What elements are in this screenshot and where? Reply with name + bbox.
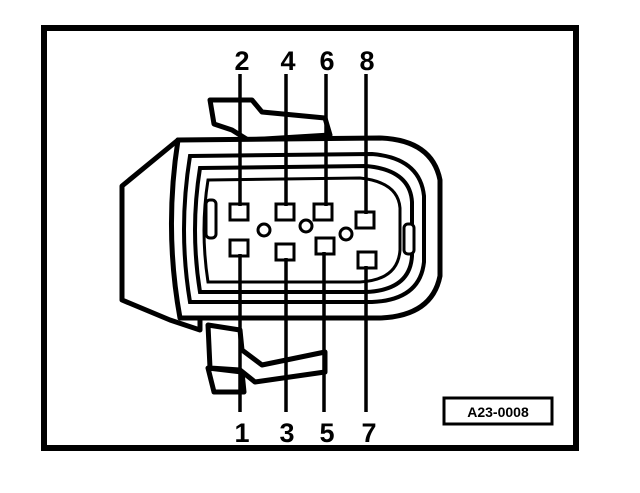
coding-hole-2 xyxy=(298,218,314,234)
pin-label-1: 1 xyxy=(234,418,249,448)
pin-marker-5 xyxy=(314,236,336,256)
pin-label-3: 3 xyxy=(279,418,294,448)
pin-label-8: 8 xyxy=(359,46,374,76)
pin-label-6: 6 xyxy=(319,46,334,76)
right-rib xyxy=(402,222,416,256)
shell-ring-1 xyxy=(182,151,426,304)
pin-marker-6 xyxy=(312,202,334,222)
leader-lines xyxy=(238,74,368,412)
pin-marker-8 xyxy=(354,210,376,230)
shell-rings xyxy=(182,151,426,304)
pin-marker-7 xyxy=(356,250,378,270)
pin-marker-1 xyxy=(228,238,250,258)
pin-markers xyxy=(228,202,378,270)
pin-label-5: 5 xyxy=(319,418,334,448)
shell-ring-3 xyxy=(202,176,402,284)
pin-label-7: 7 xyxy=(361,418,376,448)
coding-hole-1 xyxy=(256,222,272,238)
pin-marker-4 xyxy=(274,202,296,222)
shell-ring-2 xyxy=(193,163,414,294)
reference-code: A23-0008 xyxy=(467,404,529,420)
reference-code-box xyxy=(442,396,554,426)
left-rib xyxy=(204,198,218,240)
pin-marker-3 xyxy=(274,242,296,262)
pin-label-2: 2 xyxy=(234,46,249,76)
pin-marker-2 xyxy=(228,202,250,222)
bottom-tab xyxy=(205,365,247,395)
pin-label-4: 4 xyxy=(280,46,295,76)
pin-labels: 2 4 6 8 1 3 5 7 xyxy=(234,46,376,448)
coding-hole-3 xyxy=(338,226,354,242)
face-ribs xyxy=(204,198,416,256)
